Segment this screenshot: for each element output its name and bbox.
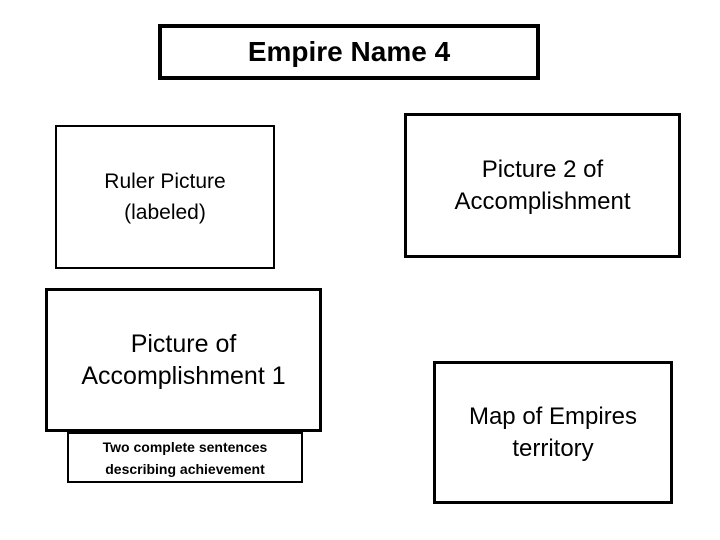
picture-2-label-line2: Accomplishment [454,187,631,215]
map-territory-placeholder-box: Map of Empires territory [433,361,673,504]
sentences-note-line1: Two complete sentences [102,438,268,455]
ruler-picture-label-line2: (labeled) [124,201,206,224]
sentences-note-box: Two complete sentences describing achiev… [67,432,303,483]
slide-title: Empire Name 4 [247,36,451,67]
picture-1-label-line1: Picture of [130,330,237,358]
map-territory-label-line2: territory [512,434,594,462]
sentences-note-line2: describing achievement [105,460,265,477]
picture-2-label-line1: Picture 2 of [481,155,604,183]
picture-2-accomplishment-placeholder-box: Picture 2 of Accomplishment [404,113,681,258]
title-placeholder-box: Empire Name 4 [158,24,540,80]
picture-1-accomplishment-placeholder-box: Picture of Accomplishment 1 [45,288,322,432]
map-territory-label-line1: Map of Empires [468,402,638,430]
picture-1-label-line2: Accomplishment 1 [81,362,286,390]
ruler-picture-label-line1: Ruler Picture [104,170,226,193]
ruler-picture-placeholder-box: Ruler Picture (labeled) [55,125,275,269]
